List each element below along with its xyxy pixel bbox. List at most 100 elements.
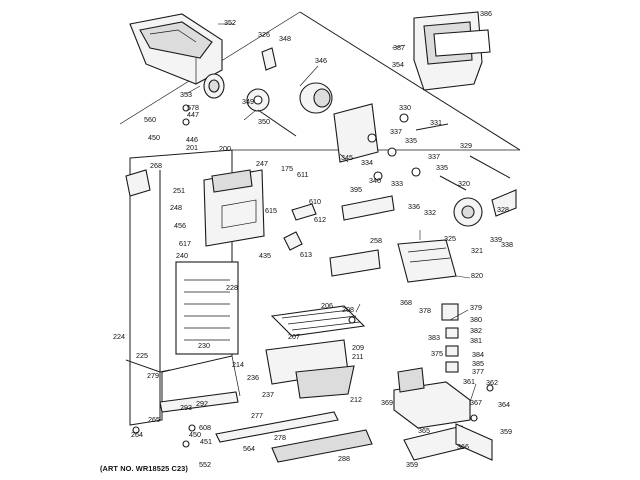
callout-608: 608 <box>199 423 211 432</box>
callout-212: 212 <box>350 395 362 404</box>
callout-450: 450 <box>189 430 201 439</box>
callout-382: 382 <box>470 326 482 335</box>
damper-control <box>125 169 151 197</box>
callout-251: 251 <box>173 186 185 195</box>
callout-354: 354 <box>392 60 404 69</box>
cover-258 <box>329 249 381 277</box>
callout-248: 248 <box>170 203 182 212</box>
callout-279: 279 <box>147 371 159 380</box>
wire-shelf <box>270 305 366 337</box>
callout-236: 236 <box>247 373 259 382</box>
dispenser-housing <box>413 11 491 91</box>
callout-613: 613 <box>300 250 312 259</box>
callout-240: 240 <box>176 251 188 260</box>
callout-450: 450 <box>148 133 160 142</box>
bracket-326 <box>261 47 277 71</box>
callout-345: 345 <box>341 153 353 162</box>
panel-359b <box>455 423 493 461</box>
callout-359: 359 <box>406 460 418 469</box>
callout-214: 214 <box>232 360 244 369</box>
linkage-cluster <box>367 113 467 191</box>
callout-578: 578 <box>187 103 199 112</box>
callout-368: 368 <box>400 298 412 307</box>
callout-380: 380 <box>470 315 482 324</box>
callout-328: 328 <box>497 205 509 214</box>
switch-group <box>441 303 459 373</box>
callout-265: 265 <box>148 415 160 424</box>
callout-334: 334 <box>361 158 373 167</box>
drain-tube <box>125 359 171 373</box>
fan-housing <box>203 169 265 247</box>
callout-379: 379 <box>470 303 482 312</box>
callout-206: 206 <box>321 301 333 310</box>
fan-motor <box>299 82 333 114</box>
callout-387: 387 <box>393 43 405 52</box>
damper-panel <box>333 103 379 163</box>
bottom-rail <box>159 391 239 413</box>
callout-384: 384 <box>472 350 484 359</box>
callout-331: 331 <box>430 118 442 127</box>
callout-612: 612 <box>314 215 326 224</box>
callout-326: 326 <box>258 30 270 39</box>
callout-352: 352 <box>224 18 236 27</box>
callout-200: 200 <box>219 144 231 153</box>
callout-332: 332 <box>424 208 436 217</box>
callout-446: 446 <box>186 135 198 144</box>
callout-564: 564 <box>243 444 255 453</box>
callout-381: 381 <box>470 336 482 345</box>
callout-209: 209 <box>352 343 364 352</box>
callout-451: 451 <box>200 437 212 446</box>
callout-201: 201 <box>186 143 198 152</box>
callout-225: 225 <box>136 351 148 360</box>
shroud-395 <box>341 195 395 221</box>
callout-366: 366 <box>457 442 469 451</box>
callout-338: 338 <box>501 240 513 249</box>
callout-247: 247 <box>256 159 268 168</box>
callout-367: 367 <box>470 398 482 407</box>
dispenser-motor <box>453 189 517 227</box>
callout-224: 224 <box>113 332 125 341</box>
evaporator-coil <box>175 261 239 355</box>
callout-321: 321 <box>471 246 483 255</box>
callout-435: 435 <box>259 251 271 260</box>
callout-175: 175 <box>281 164 293 173</box>
callout-333: 333 <box>391 179 403 188</box>
callout-268: 268 <box>150 161 162 170</box>
fan-blade <box>283 203 317 251</box>
callout-456: 456 <box>174 221 186 230</box>
callout-288: 288 <box>338 454 350 463</box>
callout-335: 335 <box>436 163 448 172</box>
callout-348: 348 <box>279 34 291 43</box>
callout-615: 615 <box>265 206 277 215</box>
callout-362: 362 <box>486 378 498 387</box>
callout-337: 337 <box>390 127 402 136</box>
callout-350: 350 <box>258 117 270 126</box>
callout-375: 375 <box>431 349 443 358</box>
callout-335: 335 <box>405 136 417 145</box>
callout-336: 336 <box>408 202 420 211</box>
callout-325: 325 <box>444 234 456 243</box>
water-valve <box>393 367 471 429</box>
callout-447: 447 <box>187 110 199 119</box>
callout-820: 820 <box>471 271 483 280</box>
callout-386: 386 <box>480 9 492 18</box>
callout-337: 337 <box>428 152 440 161</box>
callout-361: 361 <box>463 377 475 386</box>
callout-377: 377 <box>472 367 484 376</box>
callout-385: 385 <box>472 359 484 368</box>
callout-349: 349 <box>242 97 254 106</box>
frame-277 <box>215 411 339 443</box>
callout-330: 330 <box>399 103 411 112</box>
callout-560: 560 <box>144 115 156 124</box>
callout-552: 552 <box>199 460 211 469</box>
callout-365: 365 <box>418 426 430 435</box>
callout-359: 359 <box>500 427 512 436</box>
callout-292: 292 <box>196 399 208 408</box>
grille <box>271 429 373 463</box>
callout-611: 611 <box>297 170 308 179</box>
callout-383: 383 <box>428 333 440 342</box>
callout-264: 264 <box>131 430 143 439</box>
callout-617: 617 <box>179 239 191 248</box>
